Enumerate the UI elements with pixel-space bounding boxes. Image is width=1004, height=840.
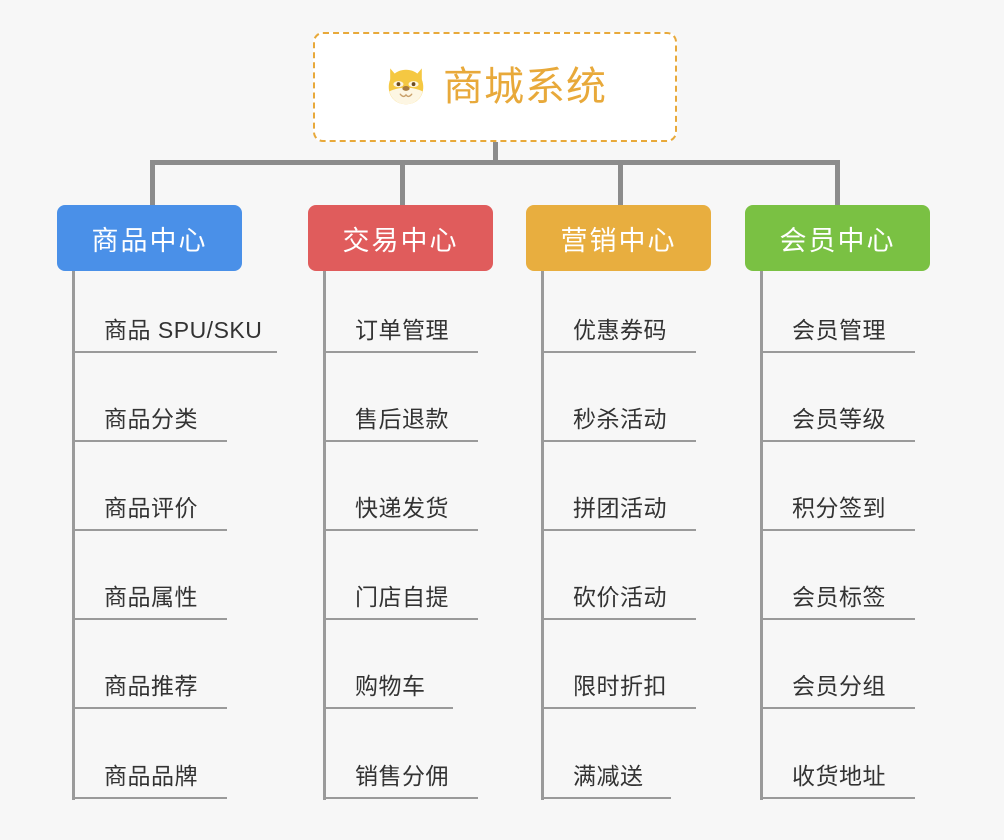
root-title: 商城系统 [443, 65, 607, 109]
branch-drop-connector-1 [150, 160, 155, 206]
branch-header-trade[interactable]: 交易中心 [308, 205, 493, 271]
leaf-label: 门店自提 [355, 584, 449, 610]
leaf-label: 会员管理 [792, 317, 886, 343]
branch-header-label: 会员中心 [779, 225, 896, 256]
leaf-rule [760, 797, 915, 799]
leaf-rule [541, 351, 696, 353]
leaf-label: 商品 SPU/SKU [104, 317, 263, 343]
leaf-rule [541, 797, 671, 799]
leaf-rule [760, 618, 915, 620]
leaf-rule [72, 618, 227, 620]
branch-header-member[interactable]: 会员中心 [745, 205, 930, 271]
leaf-label: 会员等级 [792, 406, 886, 432]
leaf-rule [72, 797, 227, 799]
leaf-rule [541, 440, 696, 442]
branch-trunk [541, 271, 544, 800]
leaf-rule [323, 529, 478, 531]
branch-header-label: 交易中心 [342, 225, 459, 256]
branch-header-label: 营销中心 [560, 225, 677, 256]
leaf-label: 销售分佣 [355, 763, 449, 789]
branch-header-label: 商品中心 [91, 225, 208, 256]
root-node[interactable]: 商城系统 [313, 32, 677, 142]
leaf-label: 砍价活动 [573, 584, 667, 610]
leaf-label: 拼团活动 [573, 495, 667, 521]
leaf-label: 售后退款 [355, 406, 449, 432]
leaf-label: 商品属性 [104, 584, 198, 610]
leaf-rule [541, 618, 696, 620]
leaf-rule [541, 707, 696, 709]
leaf-rule [323, 351, 478, 353]
leaf-rule [760, 529, 915, 531]
leaf-rule [760, 440, 915, 442]
leaf-label: 会员标签 [792, 584, 886, 610]
leaf-label: 订单管理 [355, 317, 449, 343]
leaf-label: 会员分组 [792, 673, 886, 699]
leaf-label: 购物车 [355, 673, 426, 699]
leaf-label: 优惠券码 [573, 317, 667, 343]
leaf-rule [72, 440, 227, 442]
branch-header-product[interactable]: 商品中心 [57, 205, 242, 271]
leaf-rule [72, 707, 227, 709]
leaf-label: 快递发货 [355, 495, 449, 521]
leaf-label: 积分签到 [792, 495, 886, 521]
leaf-label: 满减送 [573, 763, 644, 789]
leaf-label: 商品评价 [104, 495, 198, 521]
leaf-rule [72, 529, 227, 531]
leaf-label: 秒杀活动 [573, 406, 667, 432]
leaf-rule [541, 529, 696, 531]
branch-trunk [323, 271, 326, 800]
leaf-label: 商品分类 [104, 406, 198, 432]
branch-header-marketing[interactable]: 营销中心 [526, 205, 711, 271]
leaf-rule [323, 618, 478, 620]
leaf-rule [72, 351, 277, 353]
leaf-label: 限时折扣 [573, 673, 667, 699]
leaf-rule [323, 440, 478, 442]
leaf-rule [323, 707, 453, 709]
leaf-rule [323, 797, 478, 799]
shiba-dog-face-icon [388, 68, 424, 105]
branch-drop-connector-2 [400, 160, 405, 206]
leaf-label: 商品品牌 [104, 763, 198, 789]
leaf-rule [760, 707, 915, 709]
leaf-rule [760, 351, 915, 353]
leaf-label: 商品推荐 [104, 673, 198, 699]
branch-drop-connector-3 [618, 160, 623, 206]
branch-trunk [760, 271, 763, 800]
leaf-label: 收货地址 [792, 763, 886, 789]
branch-trunk [72, 271, 75, 800]
branch-bus-connector [150, 160, 840, 165]
branch-drop-connector-4 [835, 160, 840, 206]
root-stem-connector [493, 142, 498, 164]
